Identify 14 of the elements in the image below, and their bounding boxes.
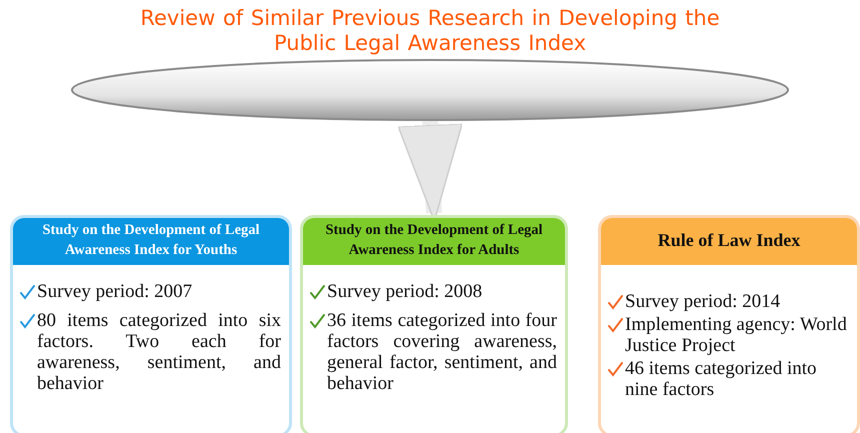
card-heading: Study on the Development of Legal Awareness Index for Adults [303,218,565,265]
bullet-text: 46 items categorized into nine factors [625,358,818,400]
bullet-text: 36 items categorized into four factors covering awareness, general factor, sentiment, and behavior [327,310,557,394]
card-heading: Study on the Development of Legal Awareness Index for Youths [13,218,289,265]
title-text: Review of Similar Previous Research in Developing the Public Legal Awareness Index [139,6,721,56]
study-card [598,215,860,433]
bullet-text: 80 items categorized into six factors. Two each for awareness, sentiment, and behavior [37,310,281,394]
bullet-text: Implementing agency: World Justice Project [625,314,848,356]
study-card [300,215,568,433]
bullet-text: Survey period: 2014 [625,291,782,312]
bullet-text: Survey period: 2007 [37,281,194,302]
card-heading: Rule of Law Index [601,218,857,265]
bullet-text: Survey period: 2008 [327,281,484,302]
study-card [10,215,292,433]
